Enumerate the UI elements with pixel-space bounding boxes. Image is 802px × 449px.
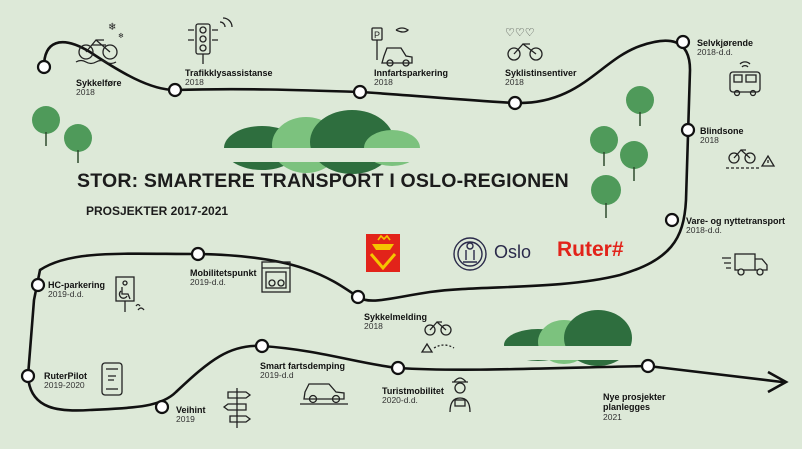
milestone-blindsone: Blindsone 2018 [700, 126, 744, 146]
signpost-icon [224, 388, 250, 428]
milestone-vare-nyttetransport: Vare- og nyttetransport 2018-d.d. [686, 216, 785, 236]
hills-top [220, 110, 430, 174]
milestone-mobilitetspunkt: Mobilitetspunkt 2019-d.d. [190, 268, 257, 288]
traffic-light-icon [188, 18, 232, 64]
milestone-sykkelfore: Sykkelføre 2018 [76, 78, 122, 98]
milestone-sykkelmelding: Sykkelmelding 2018 [364, 312, 427, 332]
delivery-truck-icon [722, 254, 767, 275]
milestone-trafikklysassistanse: Trafikklysassistanse 2018 [185, 68, 273, 88]
smartphone-icon [102, 363, 122, 395]
node-mobilitetspunkt [192, 248, 204, 260]
milestone-hc-parkering: HC-parkering 2019-d.d. [48, 280, 105, 300]
milestone-ruterpilot: RuterPilot 2019-2020 [44, 371, 87, 391]
oslo-kommune-seal [454, 238, 486, 270]
park-and-ride-car-icon: P [372, 28, 412, 66]
node-ruterpilot [22, 370, 34, 382]
node-selvkjorende [677, 36, 689, 48]
node-syklistinsentiver [509, 97, 521, 109]
bicycle-warning-icon [726, 150, 774, 168]
milestone-year: 2018 [374, 78, 448, 88]
milestone-year: 2018 [505, 78, 577, 88]
autonomous-bus-icon [730, 62, 760, 96]
milestone-year: 2021 [603, 413, 673, 423]
node-hc-parkering [32, 279, 44, 291]
node-sykkelfore [38, 61, 50, 73]
node-blindsone [682, 124, 694, 136]
milestone-year: 2018 [185, 78, 273, 88]
milestone-year: 2018 [364, 322, 427, 332]
milestone-turistmobilitet: Turistmobilitet 2020-d.d. [382, 386, 444, 406]
milestone-year: 2020-d.d. [382, 396, 444, 406]
accessible-parking-icon [116, 277, 144, 312]
tourist-person-icon [450, 378, 470, 412]
subtitle: PROSJEKTER 2017-2021 [86, 204, 228, 218]
svg-text:❄: ❄ [118, 32, 124, 40]
milestone-syklistinsentiver: Syklistinsentiver 2018 [505, 68, 577, 88]
node-nye-prosjekter [642, 360, 654, 372]
bicycle-hearts-icon: ♡♡♡ [505, 27, 542, 60]
node-innfartsparkering [354, 86, 366, 98]
node-smart-fartsdemping [256, 340, 268, 352]
car-speed-bump-icon [300, 384, 348, 404]
svg-text:❄: ❄ [108, 22, 116, 33]
statens-vegvesen-logo [366, 234, 400, 272]
milestone-nye-prosjekter: Nye prosjekter planlegges 2021 [603, 392, 673, 422]
node-vare-nyttetransport [666, 214, 678, 226]
oslo-logo-text: Oslo [494, 242, 531, 263]
ruter-logo: Ruter# [557, 238, 624, 262]
node-sykkelmelding [352, 291, 364, 303]
svg-text:♡♡♡: ♡♡♡ [505, 27, 535, 39]
milestone-year: 2019-d.d [260, 371, 345, 381]
milestone-veihint: Veihint 2019 [176, 405, 206, 425]
main-title: STOR: SMARTERE TRANSPORT I OSLO-REGIONEN [77, 170, 569, 193]
milestone-year: 2018 [76, 88, 122, 98]
milestone-selvkjorende: Selvkjørende 2018-d.d. [697, 38, 753, 58]
node-trafikklysassistanse [169, 84, 181, 96]
hills-bottom [500, 310, 640, 366]
mobility-hub-icon [262, 262, 290, 292]
milestone-label: Nye prosjekter planlegges [603, 392, 673, 413]
milestone-year: 2018-d.d. [697, 48, 753, 58]
svg-text:P: P [374, 30, 380, 40]
milestone-smart-fartsdemping: Smart fartsdemping 2019-d.d [260, 361, 345, 381]
milestone-year: 2018 [700, 136, 744, 146]
milestone-year: 2019-d.d. [48, 290, 105, 300]
milestone-year: 2019 [176, 415, 206, 425]
milestone-year: 2018-d.d. [686, 226, 785, 236]
milestone-innfartsparkering: Innfartsparkering 2018 [374, 68, 448, 88]
node-turistmobilitet [392, 362, 404, 374]
milestone-year: 2019-2020 [44, 381, 87, 391]
node-veihint [156, 401, 168, 413]
milestone-year: 2019-d.d. [190, 278, 257, 288]
